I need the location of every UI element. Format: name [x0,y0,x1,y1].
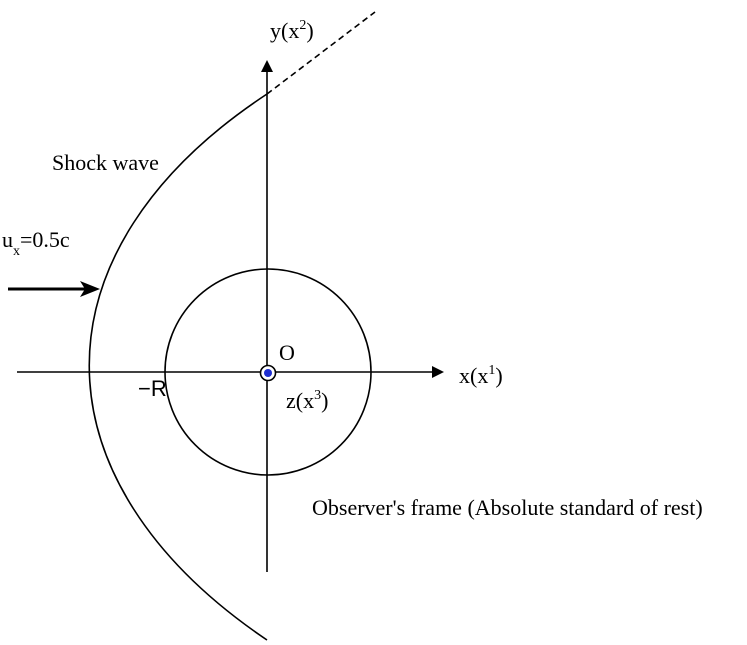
shock-wave-dashed [266,11,376,95]
x-axis-label: x(x1) [459,363,503,388]
radius-label: −R [138,376,167,401]
origin-label: O [279,340,295,365]
velocity-label: ux=0.5c [2,227,70,259]
y-axis-label: y(x2) [270,18,314,43]
origin-dot [264,369,272,377]
sphere-circle [164,268,372,476]
observer-frame-label: Observer's frame (Absolute standard of r… [312,495,703,520]
shock-wave-curve [88,93,268,641]
shock-wave-label: Shock wave [52,150,159,175]
z-axis-label: z(x3) [286,388,328,413]
